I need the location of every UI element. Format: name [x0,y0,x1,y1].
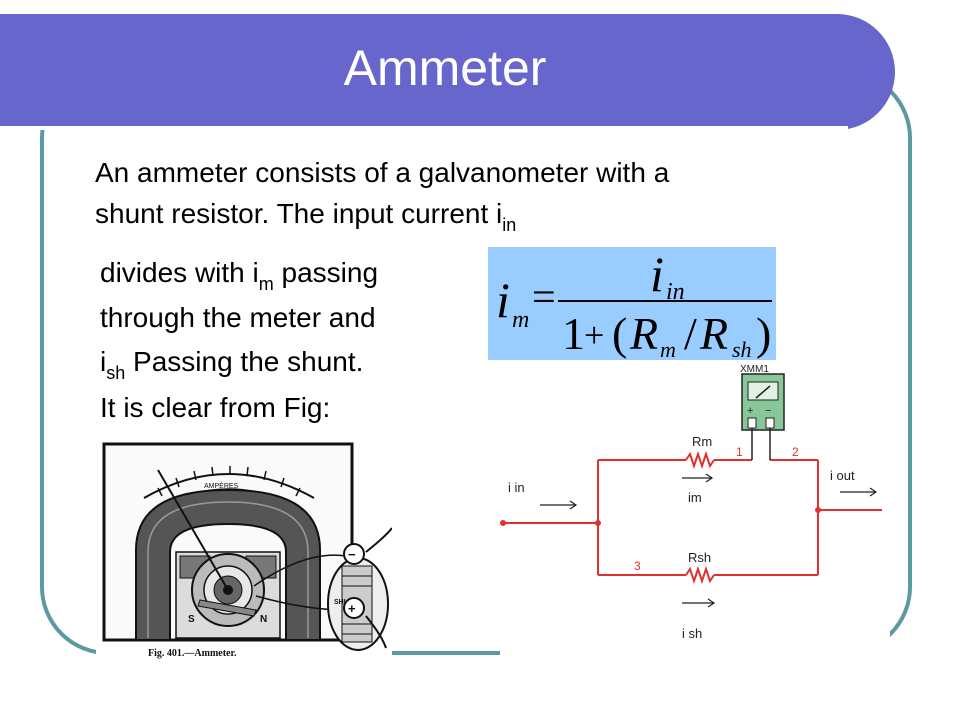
meter-minus: − [765,405,771,417]
label-rsh: Rsh [688,550,711,565]
terminal-plus: + [348,601,356,616]
formula-den-sub2: sh [732,337,752,360]
slide-title: Ammeter [343,40,547,96]
formula-num-i: i [650,247,664,302]
formula-den-close: ) [756,308,771,359]
body-line-3-i: i [100,346,107,377]
label-iout: i out [830,468,855,483]
paragraph-line-2: shunt resistor. The input current iin [95,197,516,242]
title-underline [0,126,848,130]
formula-den-r1: R [629,308,658,359]
formula-num-sub: in [666,279,685,305]
paragraph-line-1: An ammeter consists of a galvanometer wi… [95,157,670,188]
formula-equals: = [532,275,556,321]
pole-n-label: N [260,614,267,625]
formula-den-slash: / [684,308,697,359]
formula-den-sub1: m [660,337,676,360]
label-iin: i in [508,480,525,495]
label-im: im [688,490,702,505]
body-line-1-text: divides with i [100,257,259,288]
subscript-sh: sh [106,363,126,383]
pole-s-label: S [188,614,195,625]
subscript-m: m [258,274,274,294]
ammeter-illustration-svg: AMPÈRES S N SHUNT − [96,440,393,662]
ammeter-illustration: AMPÈRES S N SHUNT − [96,440,393,662]
body-line-2: through the meter and [100,302,376,333]
title-bar [0,14,895,130]
formula-den-one: 1 [562,308,585,359]
paragraph-line-2-text: shunt resistor. The input current i [95,198,503,229]
circuit-diagram-svg: XMM1 + − Rm Rs [500,364,890,660]
dial-label: AMPÈRES [204,481,239,490]
formula-den-r2: R [699,308,728,359]
figure-caption: Fig. 401.—Ammeter. [148,648,237,659]
circuit-diagram: XMM1 + − Rm Rs [500,360,890,660]
body-line-1-rest: passing [273,257,379,288]
body-line-3: ish Passing the shunt. [100,345,363,390]
label-ish: i sh [682,626,702,641]
body-line-1: divides with im passing [100,256,378,301]
node-2: 2 [792,445,799,459]
meter-name: XMM1 [740,364,769,375]
terminal-minus: − [348,547,356,562]
label-rm: Rm [692,434,712,449]
formula-lhs-sub: m [512,307,529,333]
formula-den-open: ( [612,308,627,359]
formula-den-plus: + [584,315,604,355]
body-line-3-rest: Passing the shunt. [125,346,364,377]
node-1: 1 [736,445,743,459]
meter-plus: + [747,405,753,417]
subscript-in: in [502,215,517,235]
formula-svg: i m = i in 1 + ( R m / R sh ) [496,247,772,360]
node-3: 3 [634,559,641,573]
formula-lhs-i: i [496,272,510,328]
formula-box: i m = i in 1 + ( R m / R sh ) [488,247,776,360]
body-line-4: It is clear from Fig: [100,392,331,423]
